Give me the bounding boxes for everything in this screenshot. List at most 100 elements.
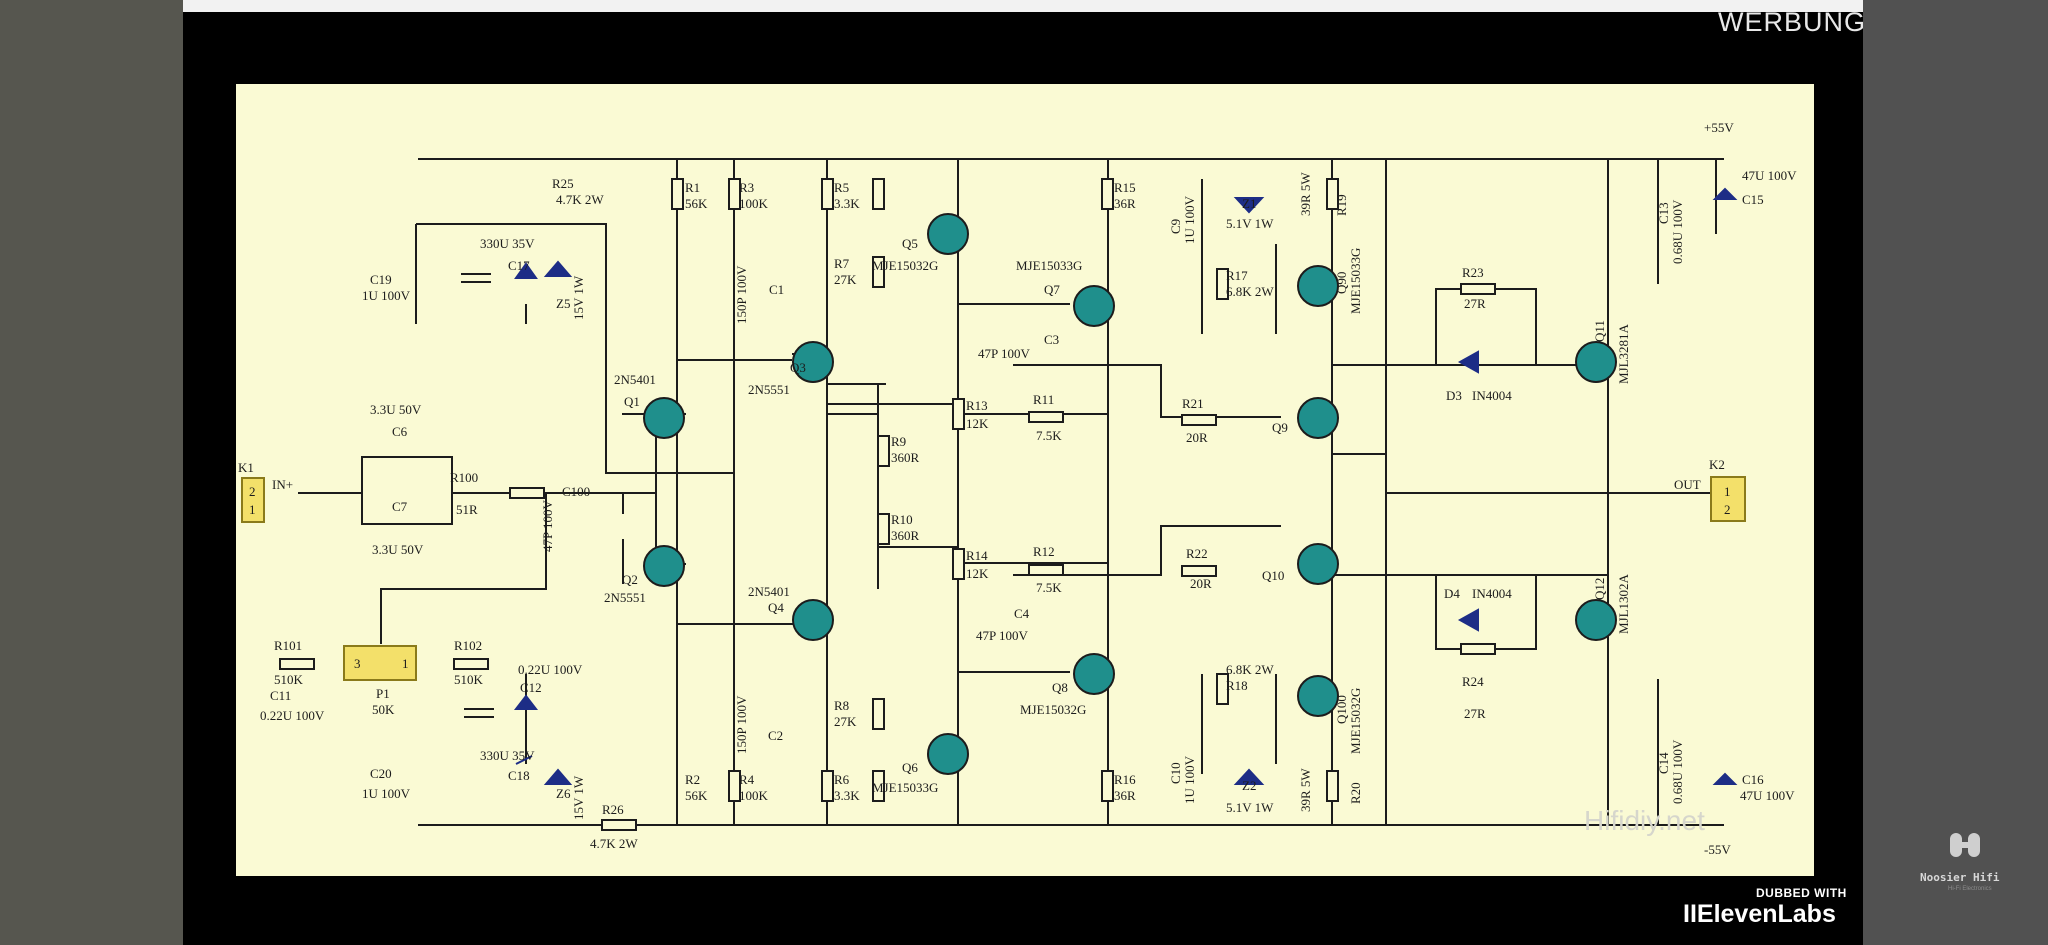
r3-value: 100K: [739, 196, 769, 211]
q10-ref: Q10: [1262, 568, 1284, 583]
z1-value: 5.1V 1W: [1226, 216, 1274, 231]
amplifier-schematic: +55V -55V K1 IN+ 2 1 K2 OUT 1 2 P1 50K 3…: [238, 120, 1797, 857]
r9-value: 360R: [891, 450, 920, 465]
k1-signal: IN+: [272, 477, 293, 492]
c2-value: 150P 100V: [734, 695, 749, 754]
r20-ref: R20: [1348, 782, 1363, 804]
c9-value: 1U 100V: [1182, 195, 1197, 244]
q8-type: MJE15032G: [1020, 702, 1086, 717]
r14-ref: R14: [966, 548, 988, 563]
schematic-panel: [236, 84, 1814, 876]
r102-ref: R102: [454, 638, 482, 653]
r9-ref: R9: [891, 434, 906, 449]
r101-value: 510K: [274, 672, 304, 687]
q100-type: MJE15032G: [1348, 688, 1363, 754]
c16-ref: C16: [1742, 772, 1764, 787]
r24-ref: R24: [1462, 674, 1484, 689]
c100-value: 47P 100V: [540, 500, 555, 552]
r17-value: 6.8K 2W: [1226, 284, 1274, 299]
r100-value: 51R: [456, 502, 478, 517]
k1-pin-b: 1: [249, 502, 256, 517]
c4-value: 47P 100V: [976, 628, 1028, 643]
k2-pin-a: 1: [1724, 484, 1731, 499]
r6-ref: R6: [834, 772, 850, 787]
d4-ref: D4: [1444, 586, 1460, 601]
pot-pin-left: 3: [354, 656, 361, 671]
c13-value: 0.68U 100V: [1670, 199, 1685, 264]
r25-value: 4.7K 2W: [556, 192, 604, 207]
r4-value: 100K: [739, 788, 769, 803]
wires: [298, 158, 1724, 826]
c3-value: 47P 100V: [978, 346, 1030, 361]
dubbing-brand-logo: IIElevenLabs: [1683, 900, 1836, 928]
c7-ref: C7: [392, 499, 408, 514]
r26-ref: R26: [602, 802, 624, 817]
r13-ref: R13: [966, 398, 988, 413]
d3-value: IN4004: [1472, 388, 1512, 403]
r7-ref: R7: [834, 256, 850, 271]
r5-ref: R5: [834, 180, 849, 195]
d3-ref: D3: [1446, 388, 1462, 403]
c18-ref: C18: [508, 768, 530, 783]
c19-value: 1U 100V: [362, 288, 411, 303]
z5-ref: Z5: [556, 296, 570, 311]
c10-ref: C10: [1168, 762, 1183, 784]
r23-ref: R23: [1462, 265, 1484, 280]
z2-ref: Z2: [1242, 778, 1256, 793]
r100-ref: R100: [450, 470, 478, 485]
q11-type: MJL3281A: [1616, 323, 1631, 384]
c20-ref: C20: [370, 766, 392, 781]
channel-logo-icon: [1950, 833, 1980, 857]
c100-ref: C100: [562, 484, 590, 499]
pot-pin-right: 1: [402, 656, 409, 671]
c13-ref: C13: [1656, 202, 1671, 224]
q90-type: MJE15033G: [1348, 248, 1363, 314]
q90-ref: Q90: [1334, 272, 1349, 294]
rail-positive-label: +55V: [1704, 120, 1734, 135]
z2-value: 5.1V 1W: [1226, 800, 1274, 815]
q7-type: MJE15033G: [1016, 258, 1082, 273]
c16-value: 47U 100V: [1740, 788, 1795, 803]
r4-ref: R4: [739, 772, 755, 787]
c19-ref: C19: [370, 272, 392, 287]
r2-ref: R2: [685, 772, 700, 787]
d4-value: IN4004: [1472, 586, 1512, 601]
c17-ref: C17: [508, 258, 530, 273]
q100-ref: Q100: [1334, 695, 1349, 724]
k2-pin-b: 2: [1724, 502, 1731, 517]
r24-value: 27R: [1464, 706, 1486, 721]
dubbed-with-label: DUBBED WITH: [1756, 886, 1847, 900]
r8-value: 27K: [834, 714, 857, 729]
r19-value: 39R 5W: [1298, 172, 1313, 216]
r13-value: 12K: [966, 416, 989, 431]
letterbox-right: [1863, 0, 2048, 945]
q12-type: MJL1302A: [1616, 573, 1631, 634]
q3-ref: Q3: [790, 360, 806, 375]
k1-ref: K1: [238, 460, 254, 475]
components: [241, 178, 1746, 831]
q5-ref: Q5: [902, 236, 918, 251]
c17-value: 330U 35V: [480, 236, 535, 251]
ad-label: WERBUNG: [1718, 7, 1866, 37]
q8-ref: Q8: [1052, 680, 1068, 695]
c11-ref: C11: [270, 688, 291, 703]
c6-ref: C6: [392, 424, 408, 439]
r18-value: 6.8K 2W: [1226, 662, 1274, 677]
c4-ref: C4: [1014, 606, 1030, 621]
q2-ref: Q2: [622, 572, 638, 587]
r10-ref: R10: [891, 512, 913, 527]
r11-value: 7.5K: [1036, 428, 1062, 443]
z5-value: 15V 1W: [571, 275, 586, 320]
r21-ref: R21: [1182, 396, 1204, 411]
r3-ref: R3: [739, 180, 754, 195]
r17-ref: R17: [1226, 268, 1248, 283]
r1-value: 56K: [685, 196, 708, 211]
q11-ref: Q11: [1592, 320, 1607, 342]
c15-ref: C15: [1742, 192, 1764, 207]
r7-value: 27K: [834, 272, 857, 287]
r20-value: 39R 5W: [1298, 768, 1313, 812]
q6-type: MJE15033G: [872, 780, 938, 795]
c1-ref: C1: [769, 282, 784, 297]
r22-ref: R22: [1186, 546, 1208, 561]
r1-ref: R1: [685, 180, 700, 195]
